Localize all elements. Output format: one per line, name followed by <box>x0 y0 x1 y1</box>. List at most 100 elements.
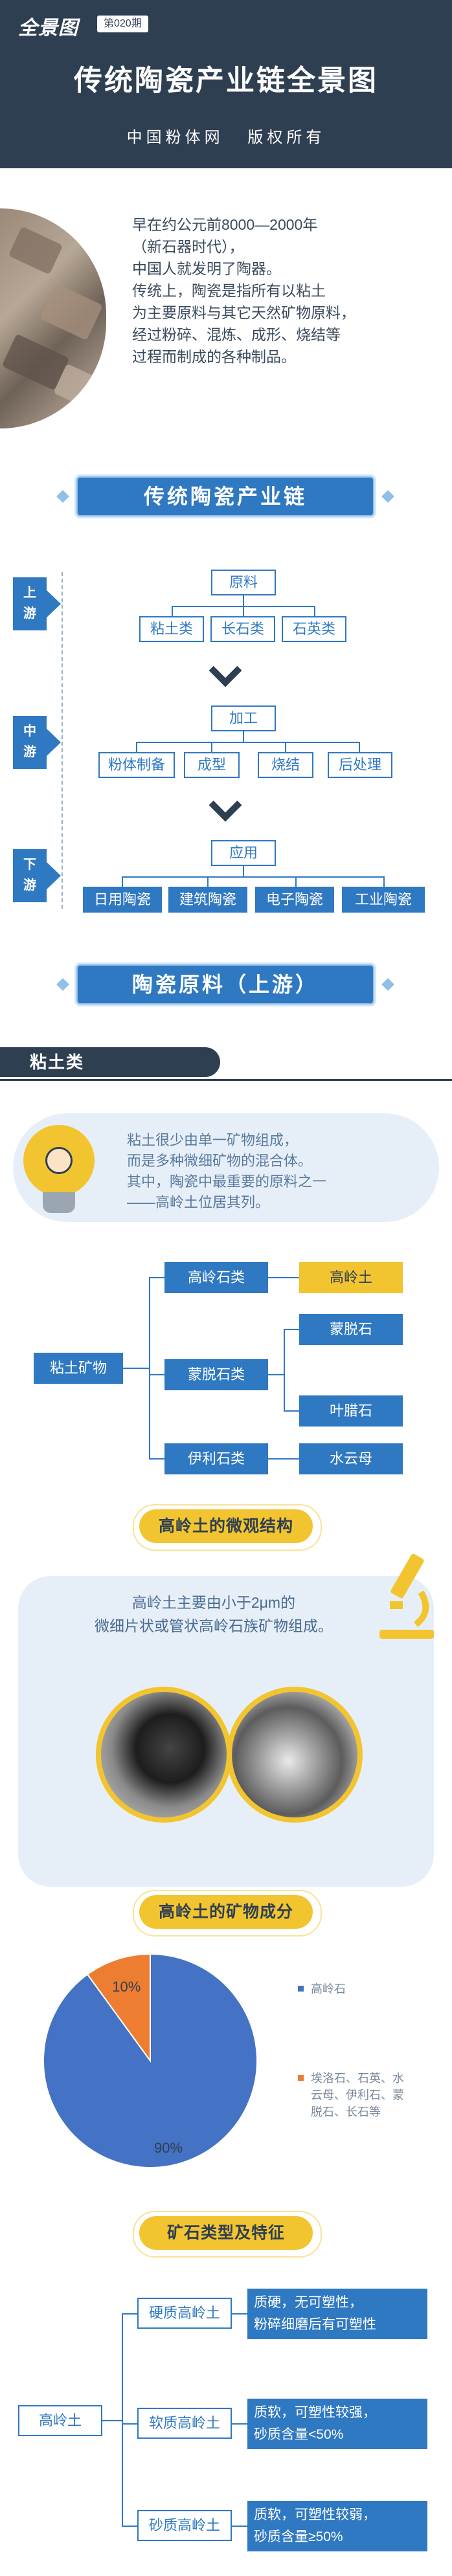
connector-line <box>243 866 244 878</box>
clay-leaf-kaolin: 高岭土 <box>299 1262 403 1293</box>
connector-line <box>149 1374 164 1375</box>
clay-branch-montmorillonite: 蒙脱石类 <box>164 1359 268 1390</box>
connector-line <box>149 1277 150 1460</box>
stage-tag-downstream: 下 游 <box>13 849 61 902</box>
connector-line <box>232 2526 247 2527</box>
ore-desc-sandy: 质软，可塑性较弱， 砂质含量≥50% <box>247 2501 427 2551</box>
midstream-item-box: 烧结 <box>258 752 313 778</box>
connector-line <box>232 2313 247 2315</box>
micro-text: 高岭土主要由小于2μm的 微细片状或管状高岭石族矿物组成。 <box>52 1591 376 1638</box>
connector-line <box>359 742 360 752</box>
ore-desc-soft: 质软，可塑性较强， 砂质含量<50% <box>247 2399 427 2449</box>
upstream-item-box: 长石类 <box>210 616 275 642</box>
raw-materials-banner: 陶瓷原料（上游） <box>76 964 374 1005</box>
brand-logo: 全景图 <box>18 17 78 39</box>
intro-line: 传统上，陶瓷是指所有以粘土 <box>132 282 326 299</box>
legend-label: 埃洛石、石英、水云母、伊利石、蒙脱石、长石等 <box>311 2072 404 2118</box>
clay-intro-line: 粘土很少由单一矿物组成， <box>127 1132 299 1148</box>
stage-tag-midstream: 中 游 <box>13 716 61 769</box>
stage-tag-upstream: 上 游 <box>13 577 61 630</box>
section-divider <box>0 1079 452 1081</box>
connector-line <box>172 606 173 616</box>
ore-desc-hard: 质硬，无可塑性， 粉碎细磨后有可塑性 <box>247 2289 427 2339</box>
connector-line <box>268 1277 299 1278</box>
connector-line <box>232 2423 247 2425</box>
legend-item-other: 埃洛石、石英、水云母、伊利石、蒙脱石、长石等 <box>298 2070 414 2120</box>
connector-line <box>383 876 385 887</box>
issue-badge: 第020期 <box>97 16 148 32</box>
header: 全景图 第020期 传统陶瓷产业链全景图 中国粉体网 版权所有 <box>0 0 452 168</box>
pie-slice-1 <box>86 1953 151 2063</box>
connector-line <box>285 742 286 752</box>
ore-type-soft: 软质高岭土 <box>137 2408 232 2439</box>
clay-leaf-hydromica: 水云母 <box>299 1443 403 1474</box>
clay-leaf-montmorillonite: 蒙脱石 <box>299 1314 403 1345</box>
midstream-item-box: 成型 <box>184 752 240 778</box>
ore-title: 矿石类型及特征 <box>133 2211 322 2258</box>
section-title-clay: 粘土类 <box>0 1047 220 1077</box>
clay-branch-kaolinite: 高岭石类 <box>164 1262 268 1293</box>
pie-value-label-1: 10% <box>112 1979 141 1995</box>
upstream-item-box: 石英类 <box>282 616 346 642</box>
micro-line: 高岭土主要由小于2μm的 <box>131 1594 296 1611</box>
downstream-item-box: 工业陶瓷 <box>342 887 425 913</box>
connector-line <box>211 742 212 752</box>
connector-line <box>122 2423 137 2425</box>
connector-line <box>314 606 315 616</box>
sem-image-plates <box>96 1687 232 1823</box>
mineral-title: 高岭土的矿物成分 <box>133 1890 322 1937</box>
intro-line: 中国人就发明了陶器。 <box>132 260 281 277</box>
ore-type-hard: 硬质高岭土 <box>137 2298 232 2329</box>
clay-intro-line: ——高岭土位居其列。 <box>127 1194 270 1210</box>
intro-line: （新石器时代）， <box>132 238 244 255</box>
connector-line <box>122 2313 123 2527</box>
connector-line <box>136 742 359 743</box>
connector-line <box>136 742 137 752</box>
pottery-shards-image <box>0 208 106 428</box>
connector-line <box>295 876 297 887</box>
downstream-item-box: 电子陶瓷 <box>255 887 334 913</box>
downstream-item-box: 日用陶瓷 <box>83 887 162 913</box>
connector-line <box>243 606 244 616</box>
connector-line <box>122 876 385 878</box>
upstream-item-box: 粘土类 <box>139 616 204 642</box>
intro-line: 为主要原料与其它天然矿物原料， <box>132 304 356 321</box>
intro-line: 经过粉碎、混炼、成形、烧结等 <box>132 326 341 343</box>
connector-line <box>268 1374 284 1375</box>
lightbulb-base <box>43 1192 75 1213</box>
connector-line <box>284 1410 299 1412</box>
downstream-root-box: 应用 <box>211 840 276 866</box>
microscope-icon <box>379 1553 434 1639</box>
stage-divider-line <box>62 572 63 909</box>
intro-paragraph: 早在约公元前8000—2000年 （新石器时代）， 中国人就发明了陶器。 传统上… <box>132 214 430 368</box>
legend-swatch <box>298 2075 304 2081</box>
micro-line: 微细片状或管状高岭石族矿物组成。 <box>95 1617 333 1634</box>
clay-intro-text: 粘土很少由单一矿物组成， 而是多种微细矿物的混合体。 其中，陶瓷中最重要的原料之… <box>127 1130 417 1213</box>
connector-line <box>122 876 123 887</box>
micro-title: 高岭土的微观结构 <box>133 1504 322 1551</box>
midstream-root-box: 加工 <box>211 705 276 731</box>
legend-swatch <box>298 1986 304 1992</box>
chevron-down-icon <box>209 788 242 822</box>
midstream-item-box: 粉体制备 <box>98 752 175 778</box>
connector-line <box>102 2420 123 2421</box>
upstream-root-box: 原料 <box>211 570 276 595</box>
legend-item-kaolinite: 高岭石 <box>298 1981 414 1997</box>
ore-tree-root: 高岭土 <box>18 2405 102 2436</box>
clay-leaf-pyrophyllite: 叶腊石 <box>299 1395 403 1427</box>
downstream-item-box: 建筑陶瓷 <box>168 887 247 913</box>
connector-line <box>284 1329 285 1412</box>
copyright-subtitle: 中国粉体网 版权所有 <box>126 129 326 146</box>
intro-line: 过程而制成的各种制品。 <box>132 348 296 365</box>
clay-tree-root: 粘土矿物 <box>34 1353 123 1384</box>
legend-label: 高岭石 <box>311 1982 346 1995</box>
connector-line <box>243 731 244 743</box>
pie-value-label-0: 90% <box>154 2140 183 2156</box>
connector-line <box>149 1458 164 1460</box>
chevron-down-icon <box>209 654 242 687</box>
mineral-pie-chart: 10% 90% <box>43 1953 258 2168</box>
connector-line <box>122 2313 137 2315</box>
connector-line <box>122 2526 137 2527</box>
midstream-item-box: 后处理 <box>328 752 392 778</box>
